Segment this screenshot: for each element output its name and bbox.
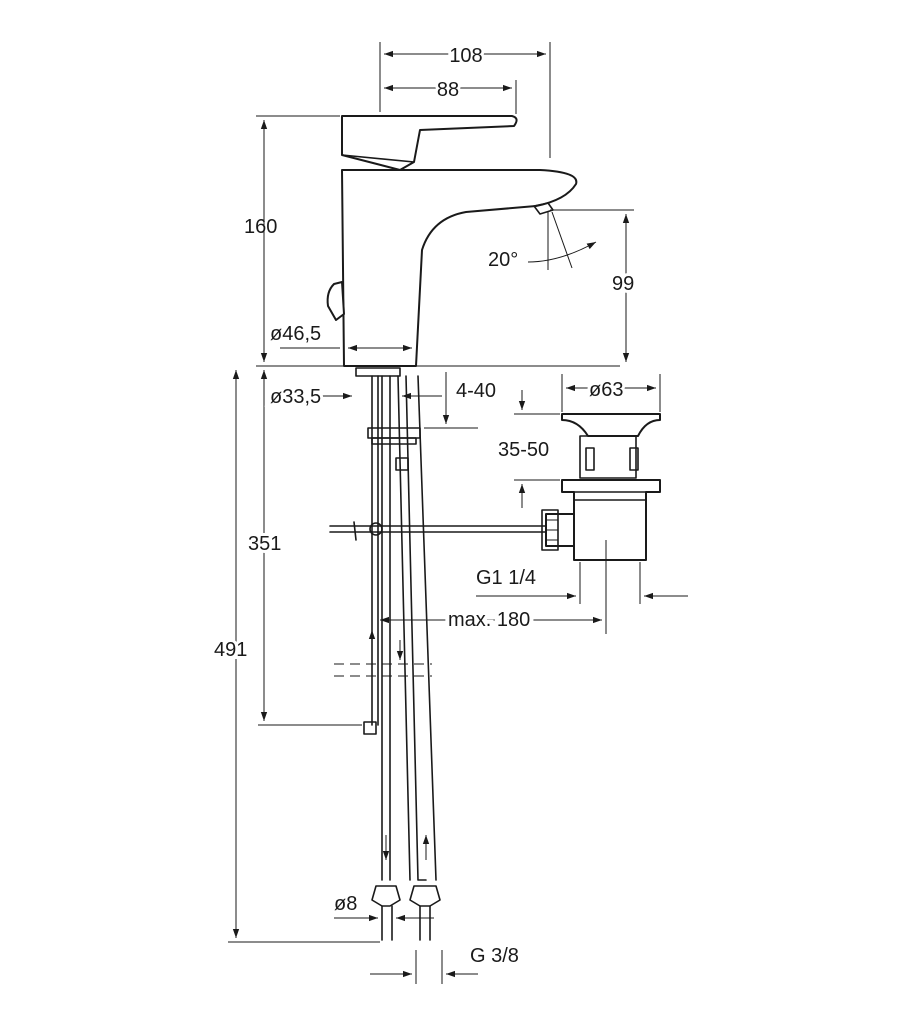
spout-body	[341, 169, 578, 367]
lever-handle	[341, 115, 518, 171]
label-g-3-8: G 3/8	[470, 945, 519, 967]
label-88: 88	[437, 79, 459, 101]
label-46-5: ø46,5	[270, 323, 321, 345]
label-99: 99	[612, 273, 634, 295]
aerator	[533, 202, 554, 215]
dimension-lines	[228, 42, 688, 984]
pull-knob	[326, 281, 345, 321]
label-33-5: ø33,5	[270, 386, 321, 408]
under-deck-assembly	[329, 367, 549, 735]
label-108: 108	[449, 45, 482, 67]
label-63: ø63	[589, 379, 623, 401]
label-max-180: max. 180	[448, 609, 530, 631]
label-8: ø8	[334, 893, 357, 915]
faucet-body	[326, 115, 578, 367]
label-35-50: 35-50	[498, 439, 549, 461]
label-g1-1-4: G1 1/4	[476, 567, 536, 589]
label-4-40: 4-40	[456, 380, 496, 402]
pop-up-waste	[541, 413, 661, 561]
label-160: 160	[244, 216, 277, 238]
supply-hoses	[334, 375, 441, 941]
dimension-labels: 108 88 160 20° 99 ø46,5 ø33,5 4-40 351 4…	[211, 42, 637, 967]
label-491: 491	[214, 639, 247, 661]
label-351: 351	[248, 533, 281, 555]
label-20deg: 20°	[488, 249, 518, 271]
